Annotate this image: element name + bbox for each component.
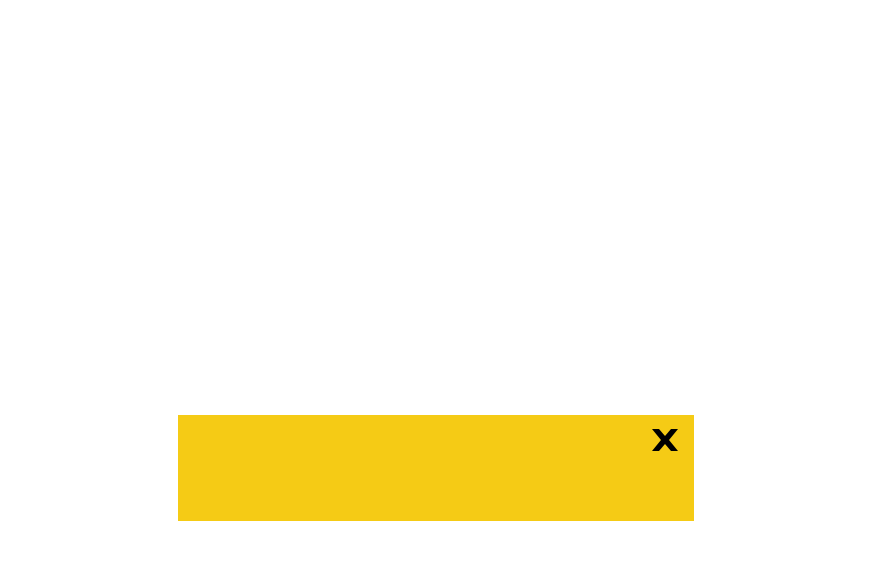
close-button[interactable] xyxy=(648,425,682,455)
banner-message xyxy=(198,459,638,509)
close-icon xyxy=(652,429,678,451)
notification-banner xyxy=(178,415,694,521)
